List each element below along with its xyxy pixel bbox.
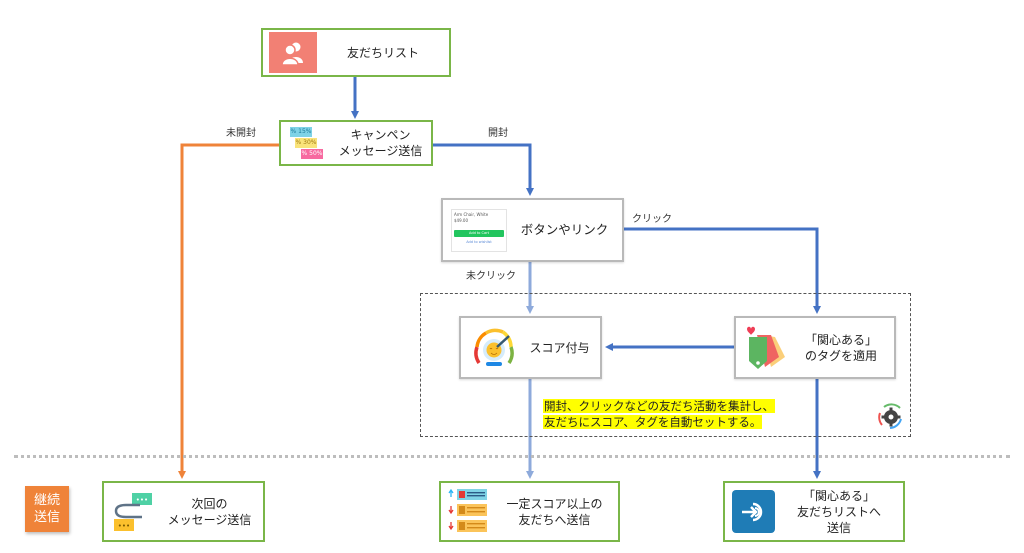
coupon-15: % 15% xyxy=(290,127,312,137)
people-icon xyxy=(269,32,317,73)
svg-text:•••: ••• xyxy=(118,522,130,530)
gear-cycle-icon xyxy=(876,401,906,431)
edge-label-unopened: 未開封 xyxy=(226,128,256,139)
edge-click xyxy=(624,227,821,314)
node-score[interactable]: スコア付与 xyxy=(459,316,602,379)
coupon-tags-icon: % 15% % 30% % 50% xyxy=(290,125,330,161)
svg-text:•••: ••• xyxy=(136,496,148,504)
node-label: 次回の メッセージ送信 xyxy=(167,496,252,527)
node-label: キャンペン メッセージ送信 xyxy=(338,128,423,158)
node-label: スコア付与 xyxy=(529,340,590,355)
node-label: 「関心ある」 のタグを適用 xyxy=(804,332,877,363)
coupon-50: % 50% xyxy=(301,149,323,159)
node-label: 一定スコア以上の 友だちへ送信 xyxy=(506,496,603,527)
ranked-list-icon xyxy=(447,487,491,537)
edge-label-no-click: 未クリック xyxy=(466,271,516,282)
card-add-button: Add to Cart xyxy=(454,229,504,237)
node-interest-list[interactable]: 「関心ある」 友だちリストへ 送信 xyxy=(723,481,905,542)
card-title: Arm Chair, White xyxy=(454,211,489,217)
node-label: 「関心ある」 友だちリストへ 送信 xyxy=(796,488,881,535)
card-price: $49.00 xyxy=(454,217,468,223)
tags-heart-icon xyxy=(740,322,788,374)
edge-opened xyxy=(433,143,534,196)
note-line-1: 開封、クリックなどの友だち活動を集計し、 xyxy=(543,399,775,413)
node-friends-list[interactable]: 友だちリスト xyxy=(261,28,451,77)
node-label: 友だちリスト xyxy=(346,45,419,60)
edge-label-click: クリック xyxy=(632,214,672,225)
node-campaign[interactable]: % 15% % 30% % 50% キャンペン メッセージ送信 xyxy=(279,120,433,166)
note-line-2: 友だちにスコア、タグを自動セットする。 xyxy=(543,415,763,429)
send-to-list-icon xyxy=(732,490,775,533)
automation-note: 開封、クリックなどの友だち活動を集計し、 友だちにスコア、タグを自動セットする。 xyxy=(543,398,775,430)
node-button-link[interactable]: Arm Chair, White $49.00 Add to Cart Add … xyxy=(441,198,624,262)
node-next-message[interactable]: ••• ••• 次回の メッセージ送信 xyxy=(102,481,265,542)
gauge-icon xyxy=(469,323,519,373)
edge-unopened xyxy=(178,143,279,479)
card-wishlist-link: Add to wishlist xyxy=(466,239,492,244)
edge-label-opened: 開封 xyxy=(488,128,508,139)
chat-flow-icon: ••• ••• xyxy=(112,489,156,535)
section-divider xyxy=(14,455,1010,458)
coupon-30: % 30% xyxy=(295,138,317,148)
continuous-send-badge: 継続 送信 xyxy=(25,486,69,532)
product-card-icon: Arm Chair, White $49.00 Add to Cart Add … xyxy=(451,208,507,252)
node-label: ボタンやリンク xyxy=(520,222,609,237)
node-tag[interactable]: 「関心ある」 のタグを適用 xyxy=(734,316,896,379)
automation-group xyxy=(420,293,911,437)
node-score-threshold[interactable]: 一定スコア以上の 友だちへ送信 xyxy=(439,481,620,542)
